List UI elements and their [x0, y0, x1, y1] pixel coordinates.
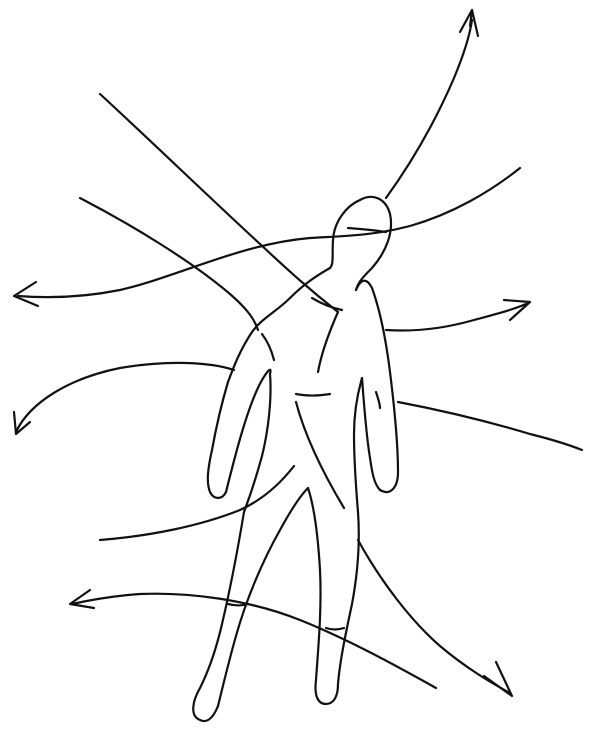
- figure-right-leg-inner: [308, 488, 321, 680]
- figure-left-arm-outer: [208, 382, 228, 498]
- figure-right-knee-mark: [326, 628, 344, 630]
- figure-right-arm-mark: [376, 392, 380, 408]
- figure-waist-mark: [296, 394, 330, 396]
- figure-left-shoulder: [228, 268, 330, 382]
- line-right-arm-to-far-right: [398, 402, 582, 450]
- figure-head: [356, 197, 391, 290]
- line-left-arrow-to-hip: [16, 363, 234, 432]
- figure-left-leg-inner: [218, 488, 308, 706]
- figure-left-arm-inner: [226, 370, 271, 492]
- figure-left-shoulder-mark: [262, 334, 274, 360]
- radiating-lines: [16, 20, 582, 692]
- figure-left-torso: [244, 374, 271, 512]
- arrowhead-left-upper: [14, 282, 38, 306]
- figure-right-torso: [354, 378, 362, 512]
- line-lower-right-arrow: [358, 540, 508, 692]
- line-lower-left-to-legs: [100, 466, 294, 540]
- line-upper-right-to-left-arrow: [18, 168, 520, 297]
- figure-spine-mark: [318, 312, 338, 372]
- arrowhead-lower-left: [70, 590, 94, 608]
- line-shoulder-to-right-arrow: [386, 304, 526, 331]
- line-head-to-top-arrow: [386, 20, 472, 198]
- figure-left-leg-outer: [193, 512, 244, 721]
- line-legs-to-lower-left-arrow: [72, 594, 436, 688]
- figure-right-leg-outer: [315, 512, 358, 704]
- figure-head-left: [330, 200, 360, 268]
- line-top-left-diagonal: [100, 94, 338, 312]
